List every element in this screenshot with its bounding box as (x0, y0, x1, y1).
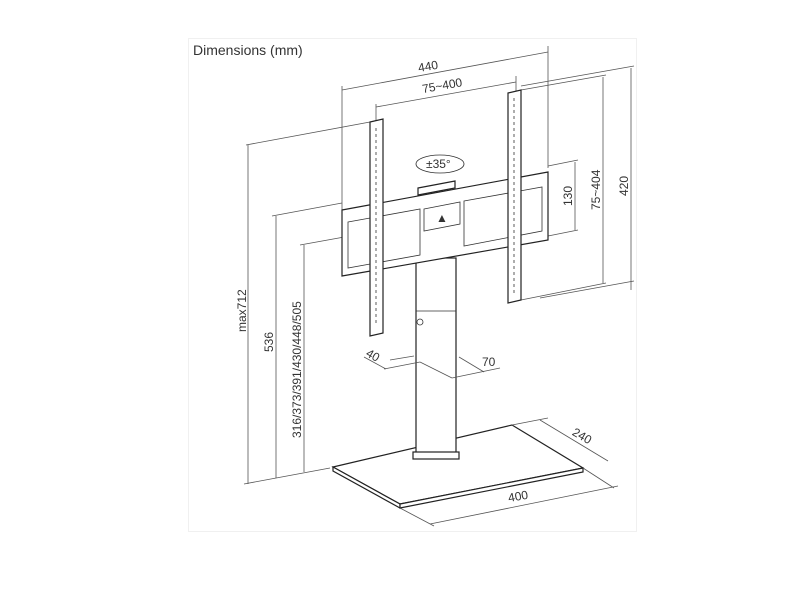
dim-overall-width: 440 (341, 46, 549, 230)
label-440: 440 (417, 58, 439, 75)
label-max712: max712 (235, 289, 249, 332)
label-240: 240 (570, 425, 595, 447)
stand-column (412, 257, 460, 460)
label-height-steps: 316/373/391/430/448/505 (290, 301, 304, 438)
label-130: 130 (561, 186, 575, 206)
dim-left: max712 536 316/373/391/430/448/505 (235, 121, 373, 485)
left-arm (369, 118, 384, 337)
label-75-400: 75~400 (421, 75, 464, 96)
label-400: 400 (507, 488, 529, 505)
diagram-title: Dimensions (mm) (193, 42, 303, 58)
rotation-indicator: ±35° (415, 154, 465, 174)
label-40: 40 (364, 346, 383, 365)
mount-plate: ▲ (341, 171, 549, 277)
label-420: 420 (617, 176, 631, 196)
dim-vesa-width: 75~400 (375, 75, 517, 122)
label-75-404: 75~404 (589, 169, 603, 210)
dim-right: 130 75~404 420 (520, 65, 635, 301)
stand-base (331, 424, 585, 510)
diagram-frame (188, 38, 637, 532)
dim-column: 40 70 (364, 346, 501, 379)
right-arm (507, 89, 522, 304)
label-70: 70 (482, 355, 496, 369)
label-rotation: ±35° (426, 157, 451, 171)
label-536: 536 (262, 332, 276, 352)
arrow-up-icon: ▲ (436, 211, 448, 225)
dim-base: 240 400 (399, 417, 619, 527)
